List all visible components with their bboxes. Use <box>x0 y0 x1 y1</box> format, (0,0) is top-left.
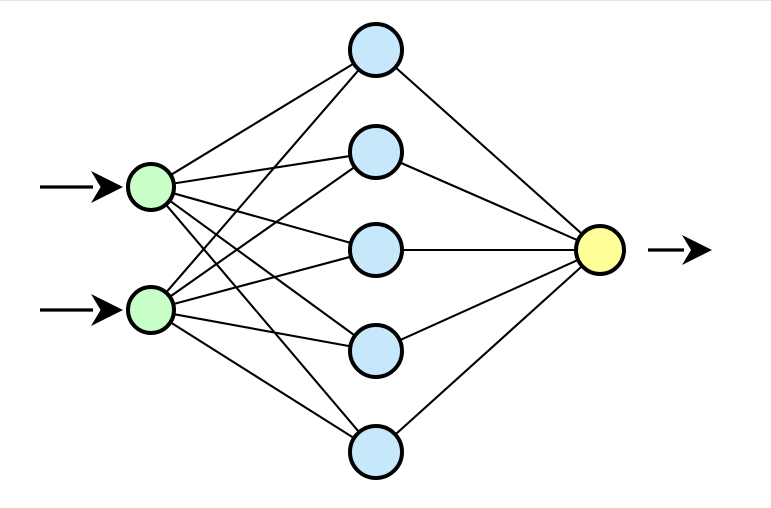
input-arrow-bottom-head <box>91 294 123 326</box>
node-hidden-h5 <box>348 424 404 480</box>
input-arrow-top-head <box>91 171 123 203</box>
edge-i1-to-h4 <box>167 198 357 338</box>
edge-i1-to-h1 <box>168 61 356 177</box>
edge-i2-to-h2 <box>167 165 357 299</box>
edge-h2-to-o1 <box>397 160 580 242</box>
arrows-group <box>40 171 712 326</box>
node-hidden-h3 <box>348 222 404 278</box>
edge-h1-to-o1 <box>393 65 584 236</box>
edge-h4-to-o1 <box>397 258 581 342</box>
edge-i2-to-h3 <box>171 255 353 306</box>
node-input-i1 <box>126 162 176 212</box>
nodes-group <box>126 22 626 480</box>
edge-h5-to-o1 <box>393 264 584 437</box>
edge-i2-to-h4 <box>171 312 353 348</box>
node-hidden-h4 <box>348 323 404 379</box>
node-output-o1 <box>574 224 626 276</box>
input-arrow-top <box>40 171 123 203</box>
edge-i2-to-h5 <box>168 320 356 440</box>
edge-i2-to-h1 <box>164 67 361 295</box>
node-hidden-h2 <box>348 124 404 180</box>
edge-i1-to-h5 <box>164 202 361 434</box>
input-arrow-bottom <box>40 294 123 326</box>
node-hidden-h1 <box>348 22 404 78</box>
top-divider-rule <box>0 0 771 1</box>
edge-i1-to-h3 <box>171 191 353 245</box>
edges-group <box>164 61 584 440</box>
edge-i1-to-h2 <box>171 154 353 185</box>
output-arrow-head <box>682 235 712 265</box>
output-arrow <box>648 235 712 265</box>
node-input-i2 <box>126 285 176 335</box>
